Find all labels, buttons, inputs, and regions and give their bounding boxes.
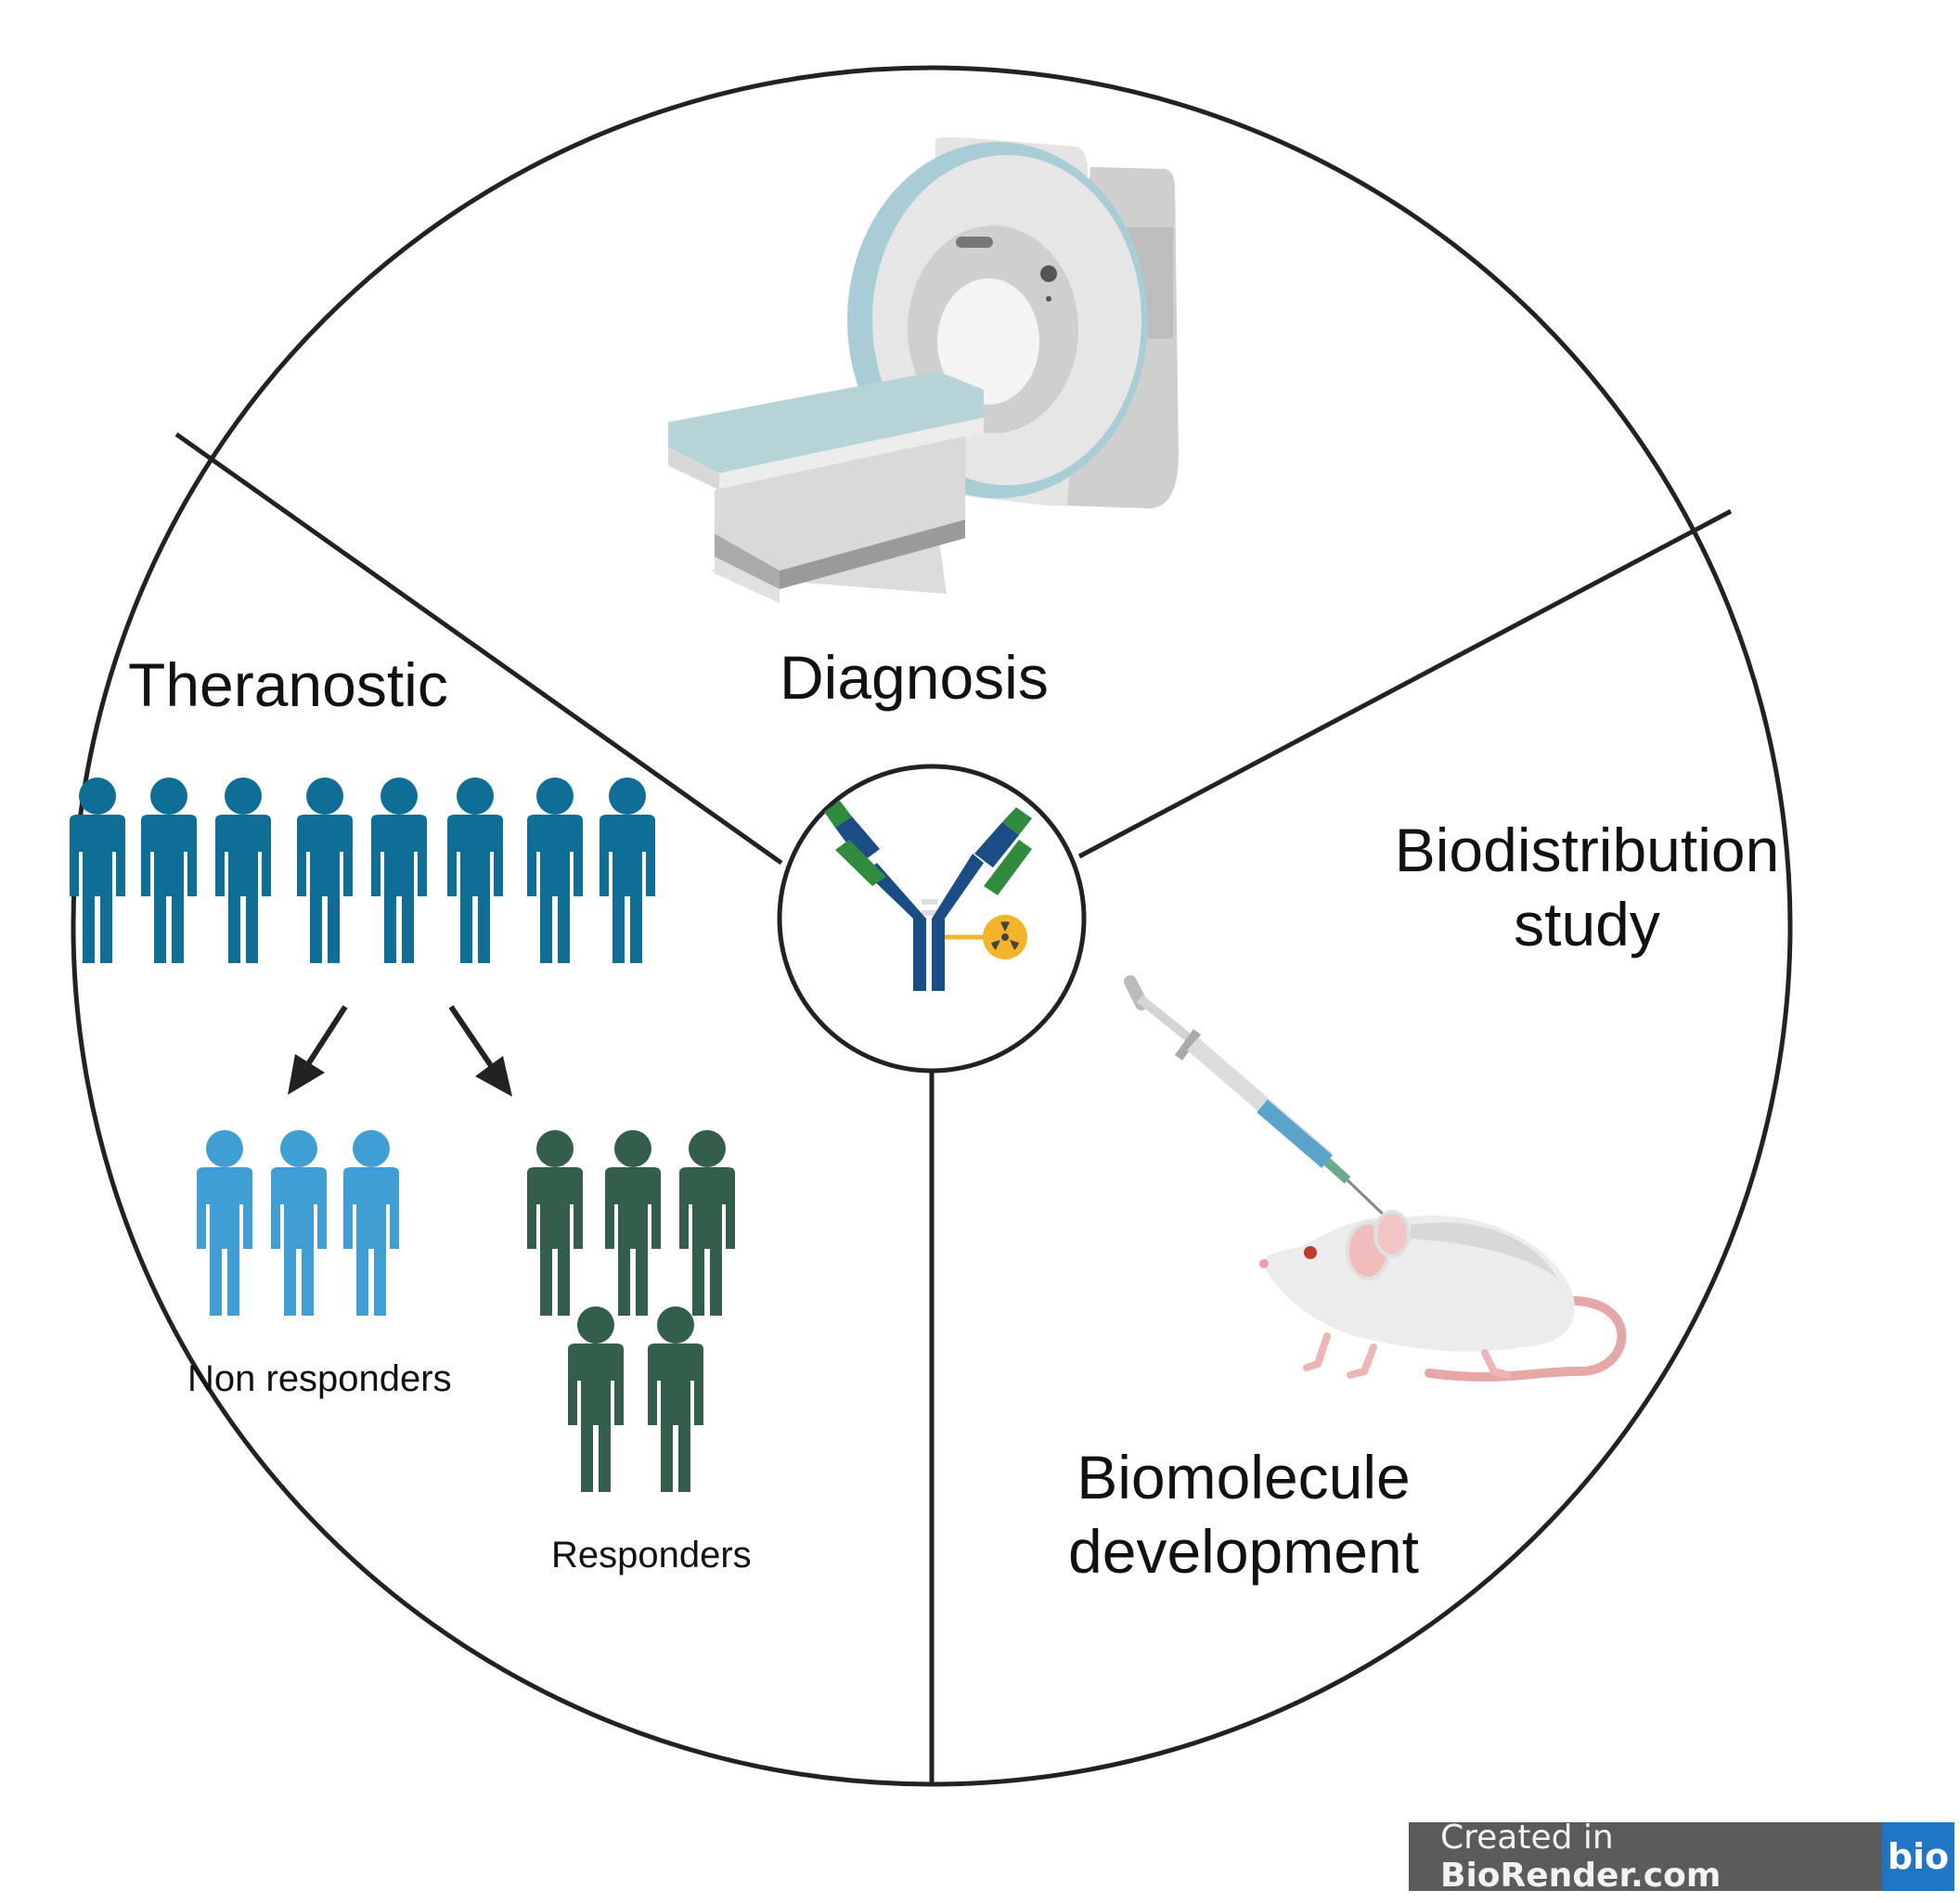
person-icon xyxy=(679,1130,735,1316)
person-icon xyxy=(70,778,125,963)
person-icon xyxy=(371,778,427,963)
syringe-icon xyxy=(1124,975,1394,1225)
section-label-biodistribution: Biodistribution study xyxy=(1336,813,1838,961)
section-label-diagnosis: Diagnosis xyxy=(780,643,1049,712)
group-label-responders: Responders xyxy=(551,1535,752,1575)
biomolecule-line-1: Biomolecule xyxy=(1077,1443,1411,1511)
arrow-down-icon xyxy=(448,1005,512,1097)
person-icon xyxy=(600,778,655,963)
credit-brand: BioRender.com xyxy=(1440,1857,1721,1895)
credit-prefix: Created in xyxy=(1440,1819,1614,1857)
mouse-icon xyxy=(1259,1210,1627,1382)
antibody-icon xyxy=(824,801,1032,991)
person-icon xyxy=(197,1130,252,1316)
biorender-credit-badge[interactable]: Created in BioRender.com bio xyxy=(1409,1819,1954,1895)
population-group xyxy=(70,778,655,963)
person-icon xyxy=(527,1130,583,1316)
person-icon xyxy=(605,1130,661,1316)
arrow-down-icon xyxy=(288,1005,348,1095)
credit-text: Created in BioRender.com xyxy=(1409,1819,1882,1895)
responders-group xyxy=(527,1130,735,1492)
divider-right xyxy=(1077,508,1733,859)
biodistribution-line-2: study xyxy=(1514,890,1660,958)
divider-left xyxy=(174,431,783,866)
person-icon xyxy=(271,1130,327,1316)
person-icon xyxy=(447,778,503,963)
biomolecule-line-2: development xyxy=(1068,1517,1419,1586)
person-icon xyxy=(343,1130,399,1316)
mri-scanner-icon xyxy=(668,137,1179,603)
person-icon xyxy=(568,1306,624,1492)
biorender-logo: bio xyxy=(1882,1822,1954,1891)
outer-circle xyxy=(71,65,1793,1787)
person-icon xyxy=(141,778,197,963)
section-label-biomolecule: Biomolecule development xyxy=(1002,1440,1485,1588)
non-responders-group xyxy=(197,1130,399,1316)
section-label-theranostic: Theranostic xyxy=(128,650,448,719)
radioactive-icon xyxy=(983,915,1027,959)
person-icon xyxy=(297,778,353,963)
group-label-non-responders: Non responders xyxy=(187,1358,452,1399)
person-icon xyxy=(215,778,271,963)
person-icon xyxy=(648,1306,703,1492)
biodistribution-line-1: Biodistribution xyxy=(1394,816,1780,884)
person-icon xyxy=(527,778,583,963)
